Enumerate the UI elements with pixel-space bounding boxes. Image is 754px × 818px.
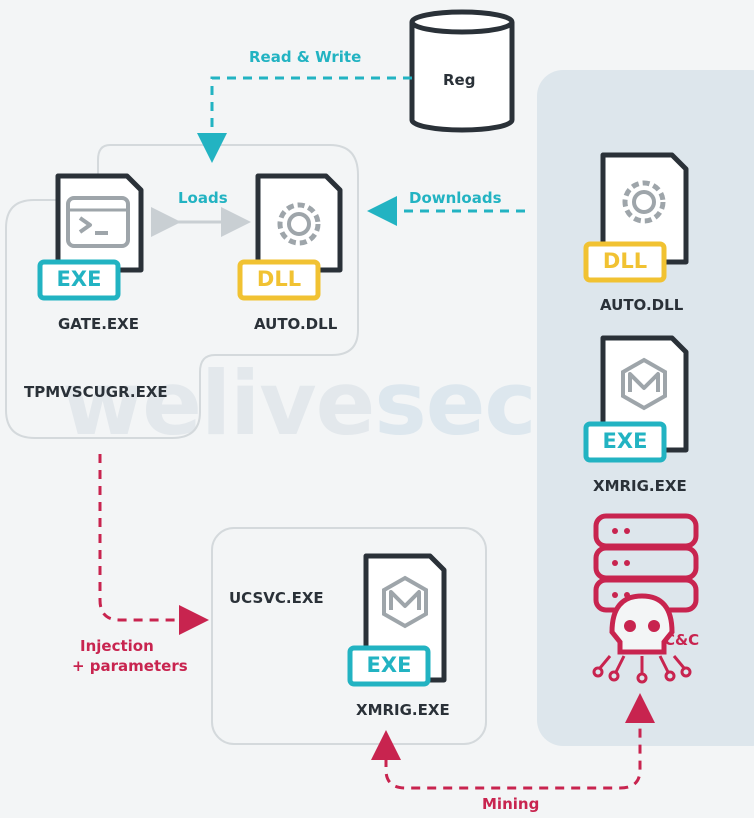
auto-dll-document-icon [255,173,343,273]
xmrig-badge [347,645,431,687]
xmrig-label: XMRIG.EXE [356,701,450,719]
remote-auto-dll-badge-text: DLL [602,249,648,273]
registry-cylinder-icon [409,9,515,133]
remote-auto-dll-label: AUTO.DLL [600,296,684,314]
cnc-label: C&C [664,631,700,649]
injection-arrow [98,454,209,635]
remote-xmrig-label: XMRIG.EXE [593,477,687,495]
read-write-arrow [197,76,412,163]
auto-dll-badge-text: DLL [256,267,302,291]
gate-exe-badge-text: EXE [56,267,102,291]
gate-exe-badge [37,259,121,301]
reg-label: Reg [443,71,476,89]
gate-exe-label: GATE.EXE [58,315,139,333]
ucsvc-group [211,527,487,745]
gate-exe-document-icon [55,173,144,273]
remote-auto-dll-badge [583,241,667,283]
loads-label: Loads [178,189,228,207]
downloads-label: Downloads [409,189,502,207]
tpmvscugr-label: TPMVSCUGR.EXE [24,383,168,401]
auto-dll-label: AUTO.DLL [254,315,338,333]
injection-label-line1: Injection [80,637,154,655]
mining-arrow [384,693,655,790]
injection-label-line2: + parameters [72,657,188,675]
cnc-server-skull-icon [592,513,699,684]
ucsvc-label: UCSVC.EXE [229,589,324,607]
auto-dll-badge [237,259,321,301]
remote-xmrig-badge [583,421,667,463]
mining-label: Mining [482,795,540,813]
read-write-label: Read & Write [249,48,362,66]
xmrig-badge-text: EXE [366,653,412,677]
remote-xmrig-badge-text: EXE [602,429,648,453]
